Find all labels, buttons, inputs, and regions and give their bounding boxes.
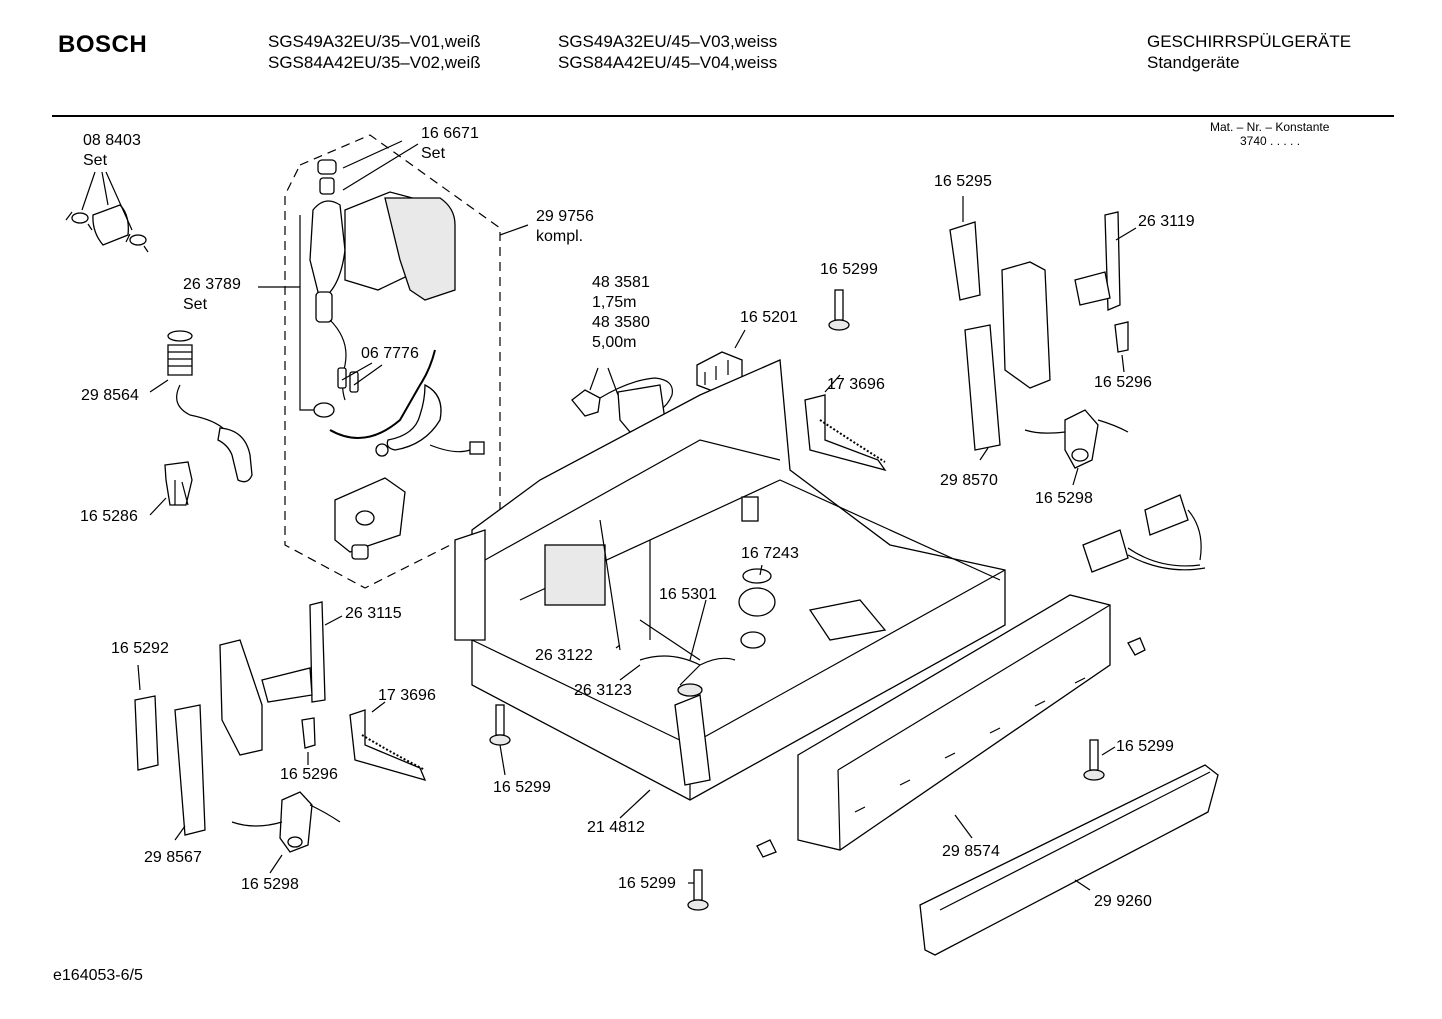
label-088403: 08 8403 Set — [83, 131, 141, 171]
label-text: Set — [83, 152, 108, 169]
label-text: 5,00m — [592, 334, 637, 351]
part-wiring-harness — [1082, 494, 1206, 573]
label-263123: 26 3123 — [574, 682, 632, 699]
model-list-col1: SGS49A32EU/35–V01,weiß SGS84A42EU/35–V02… — [268, 31, 481, 73]
part-165286-clip — [149, 461, 193, 516]
label-298567: 29 8567 — [144, 849, 202, 866]
part-298574-kick-panel — [797, 594, 1111, 851]
label-263122: 26 3122 — [535, 647, 593, 664]
label-165286: 16 5286 — [80, 508, 138, 525]
model-item: SGS84A42EU/45–V04,weiss — [558, 53, 778, 72]
label-text: kompl. — [536, 228, 584, 245]
label-165298-right: 16 5298 — [1035, 490, 1093, 507]
brand-logo: BOSCH — [58, 31, 148, 58]
label-165301: 16 5301 — [659, 586, 717, 603]
part-left-bracket-set — [134, 601, 427, 874]
category-block: GESCHIRRSPÜLGERÄTE Standgeräte — [1147, 31, 1351, 73]
label-165299-top: 16 5299 — [820, 261, 878, 278]
label-299260: 29 9260 — [1094, 893, 1152, 910]
label-165299-mid: 16 5299 — [493, 779, 551, 796]
doc-id: e164053-6/5 — [53, 967, 143, 984]
label-299756: 29 9756 kompl. — [536, 207, 594, 247]
category-title: GESCHIRRSPÜLGERÄTE — [1147, 32, 1352, 51]
label-173696-left: 17 3696 — [378, 687, 436, 704]
label-165296-right: 16 5296 — [1094, 374, 1152, 391]
label-text: 26 3789 — [183, 276, 241, 293]
model-item: SGS84A42EU/35–V02,weiß — [268, 53, 481, 72]
label-298570: 29 8570 — [940, 472, 998, 489]
part-298564-drain-hose — [149, 330, 253, 483]
label-165299-bottom: 16 5299 — [618, 875, 676, 892]
label-167243: 16 7243 — [741, 545, 799, 562]
material-note: Mat. – Nr. – Konstante 3740 . . . . . — [1210, 120, 1329, 148]
part-165298-right — [1024, 409, 1129, 486]
label-text: 48 3580 — [592, 314, 650, 331]
label-173696-top: 17 3696 — [827, 376, 885, 393]
label-298564: 29 8564 — [81, 387, 139, 404]
label-text: 1,75m — [592, 294, 637, 311]
material-note-title: Mat. – Nr. – Konstante — [1210, 120, 1330, 134]
label-text: 48 3581 — [592, 274, 650, 291]
label-214812: 21 4812 — [587, 819, 645, 836]
label-483581: 48 3581 1,75m 48 3580 5,00m — [592, 273, 650, 353]
part-214812-base-tub — [454, 359, 1006, 819]
material-note-value: 3740 . . . . . — [1240, 134, 1301, 148]
label-067776: 06 7776 — [361, 345, 419, 362]
label-text: Set — [183, 296, 208, 313]
label-165299-right: 16 5299 — [1116, 738, 1174, 755]
label-165296-left: 16 5296 — [280, 766, 338, 783]
label-166671: 16 6671 Set — [421, 124, 479, 164]
category-subtitle: Standgeräte — [1147, 53, 1240, 72]
model-item: SGS49A32EU/35–V01,weiß — [268, 32, 481, 51]
label-165292: 16 5292 — [111, 640, 169, 657]
label-text: Set — [421, 145, 446, 162]
label-165201: 16 5201 — [740, 309, 798, 326]
label-text: 08 8403 — [83, 132, 141, 149]
label-text: 16 6671 — [421, 125, 479, 142]
part-165299-screws — [489, 637, 1146, 911]
label-165298-left: 16 5298 — [241, 876, 299, 893]
part-right-bracket-set — [949, 196, 1137, 461]
part-173696-spring-top — [804, 374, 887, 472]
label-263115: 26 3115 — [345, 605, 402, 622]
label-text: 29 9756 — [536, 208, 594, 225]
label-263789: 26 3789 Set — [183, 275, 241, 315]
model-item: SGS49A32EU/45–V03,weiss — [558, 32, 778, 51]
part-299260-plinth — [919, 764, 1219, 956]
part-263789-water-inlet — [258, 134, 529, 589]
model-list-col2: SGS49A32EU/45–V03,weiss SGS84A42EU/45–V0… — [558, 31, 777, 73]
label-165295: 16 5295 — [934, 173, 992, 190]
part-165299-screw-top — [828, 289, 850, 331]
part-088403-hose-set — [65, 171, 149, 253]
label-263119: 26 3119 — [1138, 213, 1195, 230]
label-298574: 29 8574 — [942, 843, 1000, 860]
